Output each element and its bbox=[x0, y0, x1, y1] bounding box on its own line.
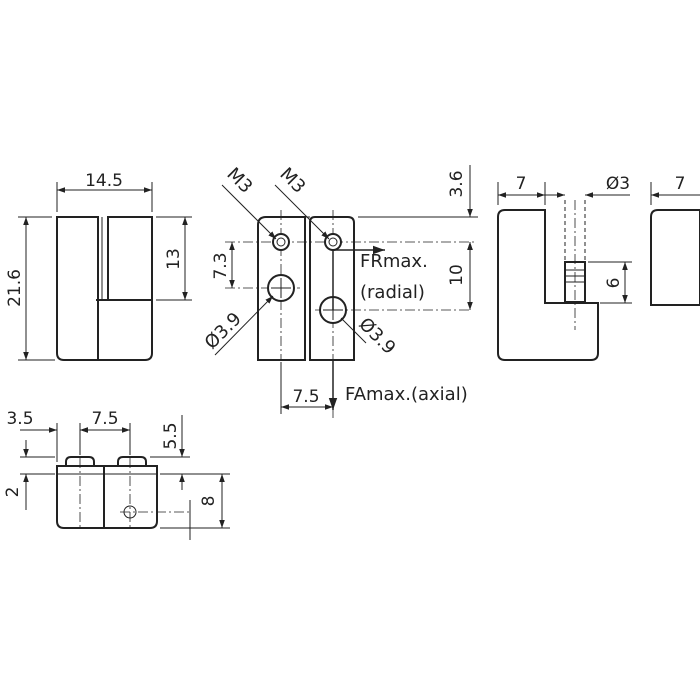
boss-right bbox=[117, 456, 147, 466]
dim-offset-7-5-label: 7.5 bbox=[292, 387, 319, 407]
front-body-left bbox=[56, 216, 99, 361]
end-body bbox=[650, 209, 700, 306]
dim-end-width-label: 7 bbox=[675, 174, 686, 194]
bottom-body-left bbox=[56, 465, 105, 529]
dim-left-height-label: 2 bbox=[3, 487, 23, 498]
dim-top-height-label: 5.5 bbox=[161, 422, 181, 449]
leader-d39-right bbox=[340, 317, 367, 344]
thread-core bbox=[276, 237, 286, 247]
thread-right-label: M3 bbox=[275, 164, 309, 198]
middle-view: M3 M3 Ø3.9 Ø3.9 7.3 3.6 10 7.5 FRmax. (r… bbox=[201, 164, 478, 420]
thread-core bbox=[328, 237, 338, 247]
dim-width-label: 14.5 bbox=[85, 171, 123, 191]
dim-height-10-label: 10 bbox=[447, 264, 467, 286]
bottom-body-right bbox=[103, 465, 158, 529]
dim-height-label: 21.6 bbox=[5, 269, 25, 307]
leader-d39-left bbox=[214, 295, 274, 356]
dim-slot-label: 13 bbox=[164, 248, 184, 270]
dim-top-offset-label: 3.6 bbox=[447, 170, 467, 197]
dim-spacing-label: 7.5 bbox=[91, 409, 118, 429]
thread-hole-right bbox=[324, 233, 342, 251]
dim-offset-label: 3.5 bbox=[6, 409, 33, 429]
force-axial-label: FAmax.(axial) bbox=[345, 384, 468, 405]
dim-hole-spacing-label: 7.3 bbox=[211, 252, 231, 279]
dim-right-height-label: 8 bbox=[199, 496, 219, 507]
side-view: 7 Ø3 6 bbox=[497, 174, 632, 361]
side-body bbox=[497, 209, 599, 361]
force-radial-label-1: FRmax. bbox=[360, 251, 428, 272]
hole-right-label: Ø3.9 bbox=[354, 314, 399, 359]
end-view: 7 bbox=[650, 174, 700, 306]
force-radial-label-2: (radial) bbox=[360, 282, 425, 303]
front-body-right bbox=[97, 216, 153, 361]
thread-hole-left bbox=[272, 233, 290, 251]
hole-mark bbox=[123, 505, 137, 519]
dim-side-width-label: 7 bbox=[516, 174, 527, 194]
leader-m3-right bbox=[274, 184, 330, 240]
dim-pin-dia-label: Ø3 bbox=[606, 174, 630, 194]
mid-body-right bbox=[309, 216, 355, 361]
front-view: 14.5 21.6 13 bbox=[5, 171, 192, 361]
thread-left-label: M3 bbox=[222, 164, 256, 198]
bottom-view: 3.5 7.5 5.5 2 8 bbox=[3, 409, 230, 540]
dim-pin-height-label: 6 bbox=[604, 278, 624, 289]
leader-m3-left bbox=[221, 184, 277, 240]
